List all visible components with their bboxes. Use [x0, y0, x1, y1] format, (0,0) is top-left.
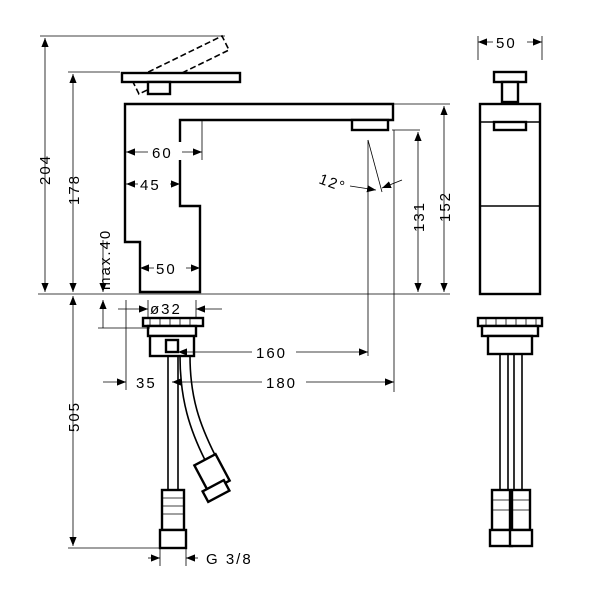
dimension-lines: 204 178 max.40 60 45 50 ø32 12°: [37, 38, 454, 568]
front-view: [38, 34, 450, 550]
dim-204: 204: [37, 154, 54, 185]
dim-50-side: 50: [496, 35, 517, 52]
side-body: [478, 102, 542, 296]
dim-angle-12: 12°: [317, 171, 348, 196]
dim-180: 180: [266, 375, 297, 392]
dim-thread-g38: G 3/8: [206, 551, 253, 568]
dim-505: 505: [66, 401, 83, 432]
dim-60: 60: [152, 145, 173, 162]
dim-160: 160: [256, 345, 287, 362]
dim-131: 131: [411, 201, 428, 232]
dim-diameter-32: ø32: [150, 301, 182, 318]
dim-35: 35: [136, 375, 157, 392]
lever-handle: [120, 71, 242, 84]
supply-hoses: [158, 355, 232, 550]
aerator: [350, 118, 390, 132]
dim-178: 178: [66, 174, 83, 205]
dim-50-front: 50: [156, 261, 177, 278]
lever-raised-outline: [130, 34, 231, 96]
dim-152: 152: [437, 191, 454, 222]
dim-max40: max.40: [97, 229, 114, 290]
side-view: 50: [476, 33, 544, 548]
mounting-set: [141, 316, 205, 358]
dim-45: 45: [140, 177, 161, 194]
cartridge-cap: [146, 80, 172, 96]
spout-body: [123, 102, 395, 294]
